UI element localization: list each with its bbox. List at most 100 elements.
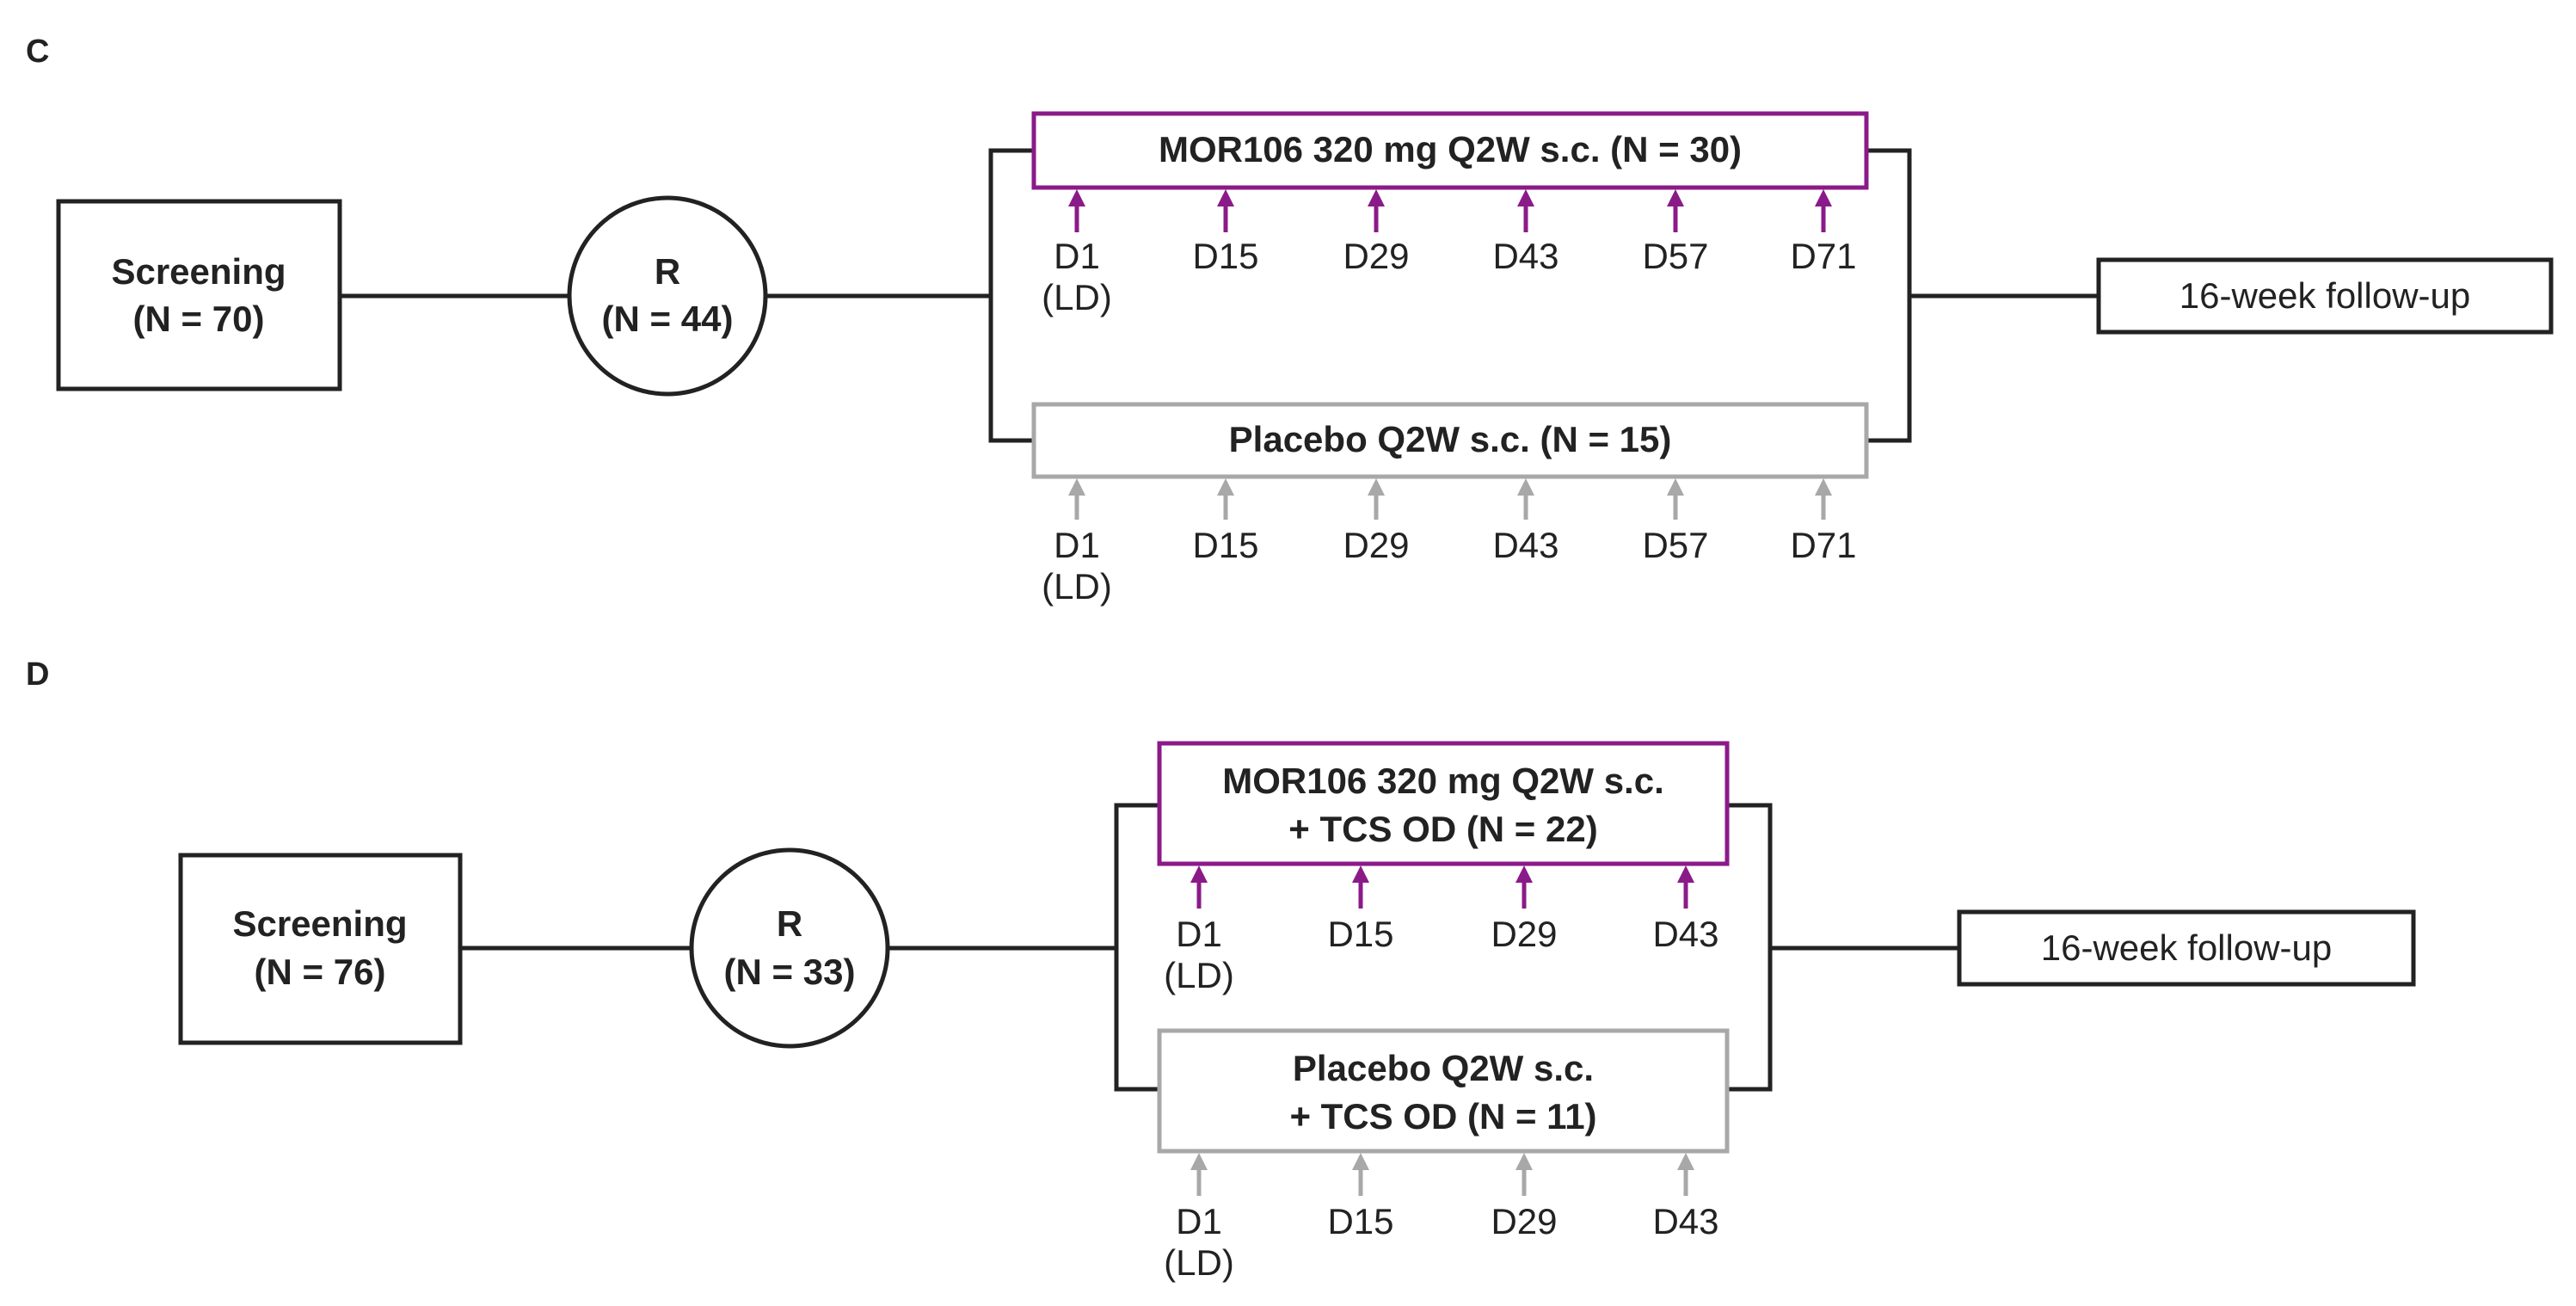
dose-day-label: D1 (1176, 914, 1222, 954)
placebo-arm-box: Placebo Q2W s.c. (N = 15) (1031, 402, 1869, 479)
dose-day-label: D43 (1652, 1201, 1718, 1241)
active-dose-days: D1 (LD) D15 D29 D43 (1164, 866, 1719, 995)
dose-day-d29: D29 (1343, 189, 1410, 276)
dose-day-label: D29 (1343, 236, 1409, 276)
followup-label: 16-week follow-up (2041, 927, 2333, 968)
dose-day-d43: D43 (1492, 478, 1559, 565)
dose-arrow-icon (1667, 189, 1684, 206)
dose-day-label: D43 (1652, 914, 1718, 954)
dose-day-sublabel: (LD) (1164, 955, 1234, 995)
dose-day-d71: D71 (1790, 478, 1857, 565)
randomization-label: R (777, 903, 802, 944)
dose-day-d1: D1 (LD) (1164, 1153, 1234, 1283)
dose-arrow-icon (1515, 1153, 1533, 1170)
dose-arrow-icon (1515, 866, 1533, 883)
dose-day-d29: D29 (1491, 866, 1558, 954)
split-bracket-left (988, 148, 1034, 443)
panel-label-c: C (26, 34, 49, 70)
randomization-circle: R (N = 44) (567, 195, 768, 397)
randomization-count: (N = 33) (724, 952, 856, 992)
split-bracket-left (1114, 803, 1159, 1092)
dose-day-d29: D29 (1491, 1153, 1558, 1241)
screening-box: Screening (N = 76) (178, 853, 463, 1045)
dose-day-d29: D29 (1343, 478, 1410, 565)
placebo-arm-box: Placebo Q2W s.c. + TCS OD (N = 11) (1157, 1028, 1730, 1154)
dose-arrow-icon (1677, 866, 1694, 883)
dose-day-label: D71 (1790, 525, 1856, 565)
dose-arrow-icon (1352, 1153, 1369, 1170)
dose-day-label: D1 (1054, 236, 1100, 276)
placebo-arm-label-line1: Placebo Q2W s.c. (1293, 1048, 1594, 1088)
dose-day-label: D43 (1492, 236, 1559, 276)
active-arm-box: MOR106 320 mg Q2W s.c. (N = 30) (1031, 111, 1869, 190)
dose-day-label: D1 (1054, 525, 1100, 565)
dose-arrow-icon (1517, 189, 1534, 206)
merge-bracket-right (1727, 803, 1773, 1092)
dose-day-d57: D57 (1642, 478, 1709, 565)
active-arm-box: MOR106 320 mg Q2W s.c. + TCS OD (N = 22) (1157, 741, 1730, 866)
dose-arrow-icon (1677, 1153, 1694, 1170)
dose-arrow-icon (1368, 189, 1385, 206)
dose-day-label: D15 (1327, 914, 1393, 954)
dose-arrow-icon (1190, 866, 1208, 883)
dose-arrow-icon (1815, 478, 1832, 496)
active-arm-label-line2: + TCS OD (N = 22) (1288, 809, 1597, 849)
panel-c: C Screening (N = 70) R (N = 44) MOR106 3… (26, 34, 2554, 607)
active-arm-label: MOR106 320 mg Q2W s.c. (N = 30) (1159, 129, 1742, 169)
dose-day-d15: D15 (1327, 866, 1394, 954)
active-arm-label-line1: MOR106 320 mg Q2W s.c. (1222, 761, 1664, 801)
dose-day-d57: D57 (1642, 189, 1709, 276)
dose-day-label: D71 (1790, 236, 1856, 276)
dose-day-d1: D1 (LD) (1042, 478, 1112, 607)
randomization-count: (N = 44) (602, 299, 734, 339)
dose-arrow-icon (1190, 1153, 1208, 1170)
dose-day-d15: D15 (1192, 189, 1259, 276)
screening-label: Screening (111, 251, 286, 292)
dose-day-label: D1 (1176, 1201, 1222, 1241)
dose-day-label: D15 (1192, 236, 1258, 276)
dose-day-d15: D15 (1327, 1153, 1394, 1241)
dose-arrow-icon (1068, 478, 1085, 496)
dose-day-d71: D71 (1790, 189, 1857, 276)
dose-arrow-icon (1217, 478, 1234, 496)
screening-label: Screening (232, 903, 407, 944)
dose-arrow-icon (1368, 478, 1385, 496)
merge-bracket-right (1866, 148, 1912, 443)
dose-day-label: D57 (1642, 525, 1708, 565)
panel-d: D Screening (N = 76) R (N = 33) MOR106 3… (26, 656, 2416, 1283)
dose-day-label: D43 (1492, 525, 1559, 565)
randomization-label: R (655, 251, 680, 292)
placebo-arm-label-line2: + TCS OD (N = 11) (1289, 1096, 1596, 1137)
dose-day-sublabel: (LD) (1042, 277, 1112, 317)
dose-arrow-icon (1217, 189, 1234, 206)
dose-day-d43: D43 (1652, 1153, 1719, 1241)
randomization-circle: R (N = 33) (689, 847, 890, 1049)
dose-day-label: D29 (1491, 914, 1557, 954)
followup-box: 16-week follow-up (1957, 909, 2416, 987)
active-dose-days: D1 (LD) D15 D29 D43 D57 (1042, 189, 1857, 317)
dose-day-label: D15 (1327, 1201, 1393, 1241)
panel-label-d: D (26, 656, 49, 693)
dose-arrow-icon (1517, 478, 1534, 496)
placebo-dose-days: D1 (LD) D15 D29 D43 D57 (1042, 478, 1857, 607)
dose-day-d43: D43 (1492, 189, 1559, 276)
dose-day-label: D29 (1343, 525, 1409, 565)
followup-label: 16-week follow-up (2179, 275, 2471, 316)
dose-day-label: D15 (1192, 525, 1258, 565)
dose-arrow-icon (1815, 189, 1832, 206)
followup-box: 16-week follow-up (2096, 257, 2554, 335)
placebo-arm-label: Placebo Q2W s.c. (N = 15) (1229, 419, 1672, 459)
dose-day-d1: D1 (LD) (1164, 866, 1234, 995)
placebo-dose-days: D1 (LD) D15 D29 D43 (1164, 1153, 1719, 1283)
dose-arrow-icon (1667, 478, 1684, 496)
dose-day-label: D57 (1642, 236, 1708, 276)
dose-arrow-icon (1068, 189, 1085, 206)
screening-box: Screening (N = 70) (56, 199, 342, 391)
screening-count: (N = 70) (133, 299, 265, 339)
dose-day-label: D29 (1491, 1201, 1557, 1241)
screening-count: (N = 76) (255, 952, 386, 992)
dose-arrow-icon (1352, 866, 1369, 883)
dose-day-d15: D15 (1192, 478, 1259, 565)
dose-day-d43: D43 (1652, 866, 1719, 954)
